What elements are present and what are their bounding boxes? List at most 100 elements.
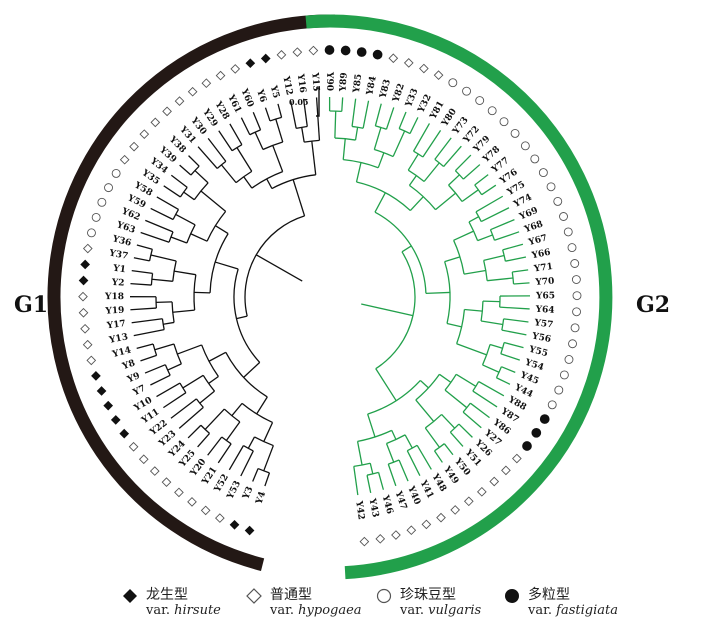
branch-line-256 xyxy=(387,463,397,487)
open-diamond-marker xyxy=(161,477,172,487)
legend-var-prefix: var. xyxy=(528,603,553,618)
branch-line-83 xyxy=(150,207,174,221)
branch-arc-110 xyxy=(262,141,283,151)
filled-circle-marker xyxy=(372,49,383,60)
filled-diamond-marker xyxy=(244,525,255,536)
branch-line-213 xyxy=(489,343,503,349)
open-circle-marker xyxy=(538,168,548,178)
branch-line-16 xyxy=(228,445,244,471)
branch-arc-14 xyxy=(243,445,254,452)
open-circle-marker xyxy=(559,212,568,221)
leaf-label: Y66 xyxy=(530,248,552,262)
filled-circle-icon xyxy=(505,589,519,603)
branch-line-161 xyxy=(423,162,440,182)
branch-line-95 xyxy=(292,179,306,217)
branch-arc-232 xyxy=(462,402,471,413)
branch-line-111 xyxy=(254,131,264,150)
leaf-label: Y17 xyxy=(105,319,126,331)
leaf-label: Y42 xyxy=(353,499,366,520)
filled-circle-marker xyxy=(522,441,532,451)
branch-line-55 xyxy=(163,321,175,325)
branch-line-194 xyxy=(505,256,527,262)
leaf-label: Y83 xyxy=(378,78,393,100)
leaf-label: Y65 xyxy=(535,291,555,301)
branch-line-104 xyxy=(207,137,227,162)
branch-line-72 xyxy=(136,244,153,250)
open-diamond-marker xyxy=(388,53,399,64)
tree-branches xyxy=(129,96,531,496)
branch-line-195 xyxy=(487,277,514,282)
group-arc-g2 xyxy=(305,14,613,580)
branch-line-107 xyxy=(218,130,233,152)
open-circle-marker xyxy=(568,339,577,349)
filled-diamond-icon xyxy=(123,589,137,603)
branch-line-167 xyxy=(448,174,460,186)
open-diamond-marker xyxy=(419,63,429,74)
branch-line-241 xyxy=(424,427,441,448)
leaf-label: Y4 xyxy=(254,490,268,506)
open-diamond-marker xyxy=(78,307,89,318)
branch-line-84 xyxy=(156,196,179,211)
branch-arc-10 xyxy=(257,467,270,474)
open-diamond-marker xyxy=(436,512,446,523)
branch-arc-88 xyxy=(179,187,188,198)
branch-arc-172 xyxy=(474,184,483,196)
branch-arc-128 xyxy=(374,211,427,294)
branch-line-113 xyxy=(240,117,251,136)
branch-line-57 xyxy=(133,329,165,337)
branch-line-33 xyxy=(178,406,204,429)
branch-line-89 xyxy=(163,185,181,198)
branch-line-231 xyxy=(444,389,468,409)
branch-line-105 xyxy=(236,147,253,172)
branch-line-220 xyxy=(496,377,511,385)
branch-line-197 xyxy=(512,269,529,273)
leaf-label: Y13 xyxy=(107,332,129,346)
legend-var-vulgaris: var. vulgaris xyxy=(400,603,481,618)
root-stem-1 xyxy=(361,303,414,317)
open-diamond-marker xyxy=(200,505,211,516)
branch-line-81 xyxy=(175,213,196,226)
branch-line-239 xyxy=(458,423,473,438)
branch-arc-162 xyxy=(434,158,445,168)
branch-line-47 xyxy=(140,354,157,362)
open-diamond-marker xyxy=(174,487,184,498)
branch-line-199 xyxy=(446,322,462,328)
branch-line-169 xyxy=(454,154,472,172)
branch-arc-4 xyxy=(225,352,268,398)
branch-line-75 xyxy=(190,233,208,242)
leaf-label: Y15 xyxy=(309,71,320,92)
branch-line-35 xyxy=(182,374,204,389)
branch-line-45 xyxy=(154,343,175,351)
branch-arc-150 xyxy=(398,128,411,135)
branch-line-59 xyxy=(156,301,173,304)
branch-line-49 xyxy=(215,261,239,270)
branch-line-135 xyxy=(334,111,337,139)
branch-line-123 xyxy=(290,100,297,129)
open-diamond-marker xyxy=(128,441,139,452)
branch-line-91 xyxy=(194,170,209,184)
open-diamond-marker xyxy=(230,64,241,74)
branch-line-61 xyxy=(130,307,157,311)
leaf-label: Y67 xyxy=(527,233,549,248)
branch-arc-98 xyxy=(251,171,283,189)
branch-line-215 xyxy=(503,341,524,349)
leaf-label: Y7 xyxy=(131,384,148,399)
branch-line-173 xyxy=(474,174,489,186)
branch-line-39 xyxy=(177,344,202,355)
branch-arc-196 xyxy=(511,271,515,285)
branch-line-94 xyxy=(188,155,200,167)
branch-line-65 xyxy=(151,278,173,282)
open-circle-marker xyxy=(554,385,564,395)
open-diamond-marker xyxy=(292,47,303,58)
variety-markers xyxy=(78,45,582,547)
legend: 龙生型 var. hirsute 普通型 var. hypogaea 珍珠豆型 … xyxy=(122,584,682,624)
filled-circle-marker xyxy=(324,45,335,55)
leaf-label: Y64 xyxy=(534,305,555,316)
branch-arc-222 xyxy=(367,379,421,415)
branch-line-117 xyxy=(264,107,271,122)
scale-bar-label: 0.05 xyxy=(289,97,308,107)
branch-line-237 xyxy=(441,413,456,429)
branch-line-114 xyxy=(252,112,262,131)
open-diamond-marker xyxy=(391,530,401,540)
open-circle-marker xyxy=(572,291,582,301)
